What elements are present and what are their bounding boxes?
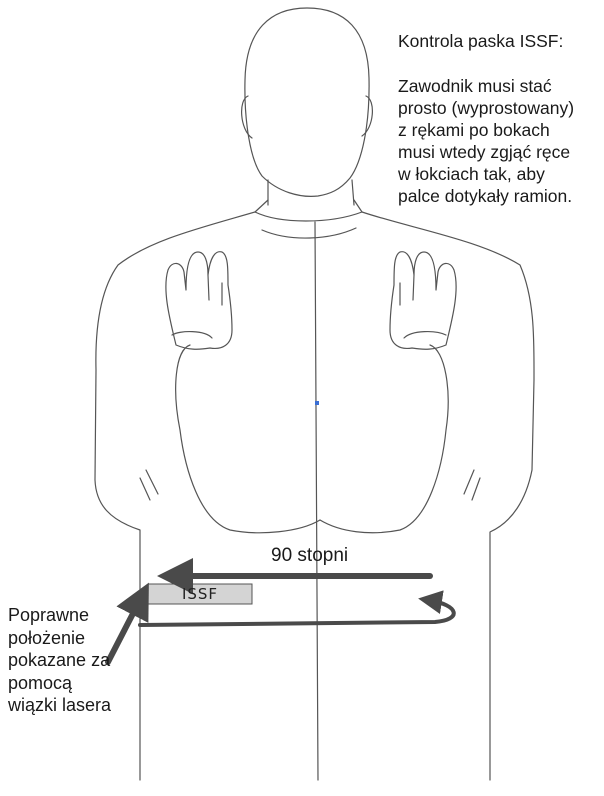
description-line: palce dotykały ramion. <box>398 185 604 207</box>
description-line: Zawodnik musi stać <box>398 75 604 97</box>
laser-caption-line: Poprawne <box>8 604 158 627</box>
info-description: Zawodnik musi stać prosto (wyprostowany)… <box>398 75 604 207</box>
left-sleeve-cuff <box>172 332 212 338</box>
neck-right <box>352 180 354 205</box>
center-marker <box>315 401 319 405</box>
belt-label: ISSF <box>148 584 252 604</box>
head-outline <box>245 8 369 196</box>
left-ear <box>242 96 252 138</box>
laser-caption: Poprawne położenie pokazane za pomocą wi… <box>8 604 158 717</box>
right-fingers <box>400 275 414 305</box>
laser-caption-line: położenie <box>8 627 158 650</box>
angle-label: 90 stopni <box>271 545 348 567</box>
zipper-line <box>315 222 318 780</box>
left-arm <box>176 345 320 533</box>
description-line: prosto (wyprostowany) <box>398 97 604 119</box>
info-title: Kontrola paska ISSF: <box>398 30 602 52</box>
right-sleeve-cuff <box>404 332 446 338</box>
description-line: w łokciach tak, aby <box>398 163 604 185</box>
collar <box>255 200 362 238</box>
laser-caption-line: pokazane za <box>8 649 158 672</box>
right-arm <box>320 345 448 533</box>
description-line: musi wtedy zgjąć ręce <box>398 141 604 163</box>
torso-outline <box>95 212 534 780</box>
description-line: z rękami po bokach <box>398 119 604 141</box>
laser-caption-line: pomocą <box>8 672 158 695</box>
left-elbow-crease <box>140 470 158 500</box>
laser-caption-line: wiązki lasera <box>8 694 158 717</box>
right-elbow-crease <box>464 470 480 500</box>
left-fingers <box>208 275 222 305</box>
